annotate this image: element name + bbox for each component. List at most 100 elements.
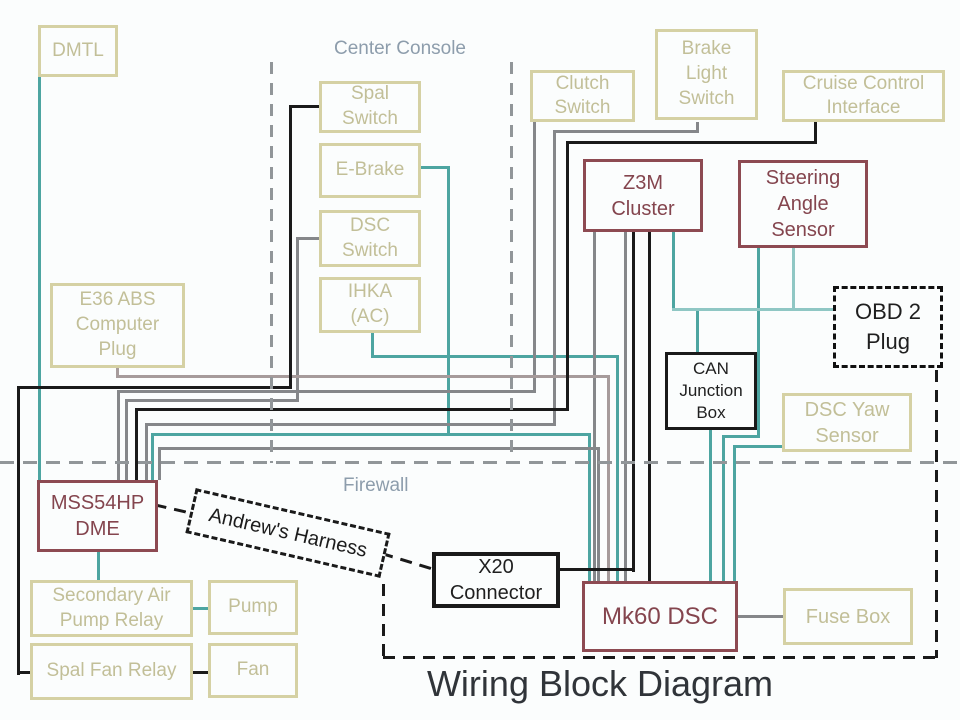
box-dmtl-label: DMTL: [52, 39, 104, 61]
box-dsc-switch: DSC Switch: [319, 210, 421, 267]
wire-segment: [672, 308, 835, 311]
wire-segment: [371, 333, 374, 358]
wire-segment: [447, 166, 450, 436]
box-dmtl: DMTL: [38, 25, 118, 77]
wire-segment: [560, 568, 635, 571]
wire-segment: [624, 232, 627, 581]
box-steering-angle-sensor: Steering Angle Sensor: [738, 160, 868, 248]
wire-segment: [38, 77, 41, 480]
wire-segment: [116, 368, 119, 378]
box-mss54hp-dme: MSS54HP DME: [37, 480, 158, 552]
wire-segment: [117, 390, 536, 393]
box-mss54hp-dme-label: MSS54HP DME: [50, 492, 145, 540]
wire-segment: [593, 232, 596, 581]
wire-segment: [289, 105, 321, 108]
box-brake-light-switch-label: Brake Light Switch: [678, 38, 735, 109]
center-console-boundary-left: [270, 62, 273, 463]
box-can-junction-label: CAN Junction Box: [679, 358, 743, 423]
wire-segment: [722, 435, 725, 581]
wire-segment: [17, 671, 34, 674]
wire-segment: [371, 355, 619, 358]
wire-segment: [289, 105, 292, 388]
box-clutch-switch-label: Clutch Switch: [554, 73, 611, 118]
wire-segment: [722, 435, 760, 438]
box-pump: Pump: [208, 580, 298, 635]
box-e-brake: E-Brake: [319, 143, 421, 198]
box-cruise-control: Cruise Control Interface: [782, 70, 945, 122]
box-spal-switch-label: Spal Switch: [342, 83, 398, 129]
box-pump-label: Pump: [228, 596, 278, 618]
box-obd2-plug: OBD 2 Plug: [833, 286, 943, 368]
box-clutch-switch: Clutch Switch: [530, 70, 635, 122]
harness-boundary-drop: [382, 584, 385, 658]
wire-segment: [632, 232, 635, 572]
box-fuse-box: Fuse Box: [783, 588, 913, 645]
wire-segment: [145, 423, 556, 426]
wire-segment: [607, 375, 610, 581]
wire-segment: [135, 408, 569, 411]
wire-segment: [672, 232, 675, 311]
wire-segment: [757, 248, 760, 438]
box-obd2-plug-label: OBD 2 Plug: [854, 299, 922, 354]
wire-segment: [158, 447, 600, 450]
andrews-harness-label: Andrew's Harness: [185, 488, 391, 578]
harness-boundary-bottom: [383, 656, 937, 659]
wire-segment: [116, 375, 610, 378]
box-can-junction: CAN Junction Box: [665, 352, 757, 430]
box-e36-abs-plug-label: E36 ABS Computer Plug: [75, 289, 160, 360]
box-dsc-yaw-sensor-label: DSC Yaw Sensor: [804, 398, 890, 447]
wire-segment: [151, 433, 591, 436]
box-sap-relay-label: Secondary Air Pump Relay: [52, 584, 171, 631]
wire-segment: [145, 423, 148, 480]
wire-segment: [151, 433, 154, 480]
wire-segment: [125, 399, 128, 480]
box-ihka: IHKA (AC): [319, 277, 421, 333]
wire-segment: [566, 141, 817, 144]
diagram-title: Wiring Block Diagram: [426, 663, 774, 704]
wire-segment: [533, 122, 536, 392]
wire-segment: [696, 122, 699, 133]
wire-segment: [597, 447, 600, 581]
box-steering-angle-sensor-label: Steering Angle Sensor: [765, 167, 841, 241]
wire-segment: [17, 386, 20, 675]
wire-segment: [17, 386, 292, 389]
wire-segment: [696, 308, 699, 352]
box-spal-fan-relay-label: Spal Fan Relay: [46, 660, 177, 682]
box-dsc-yaw-sensor: DSC Yaw Sensor: [782, 393, 912, 452]
box-x20-connector-label: X20 Connector: [449, 556, 543, 604]
firewall-label: Firewall: [343, 475, 409, 496]
wire-segment: [193, 671, 208, 674]
center-console-label: Center Console: [333, 38, 467, 59]
box-sap-relay: Secondary Air Pump Relay: [30, 580, 193, 637]
box-spal-switch: Spal Switch: [319, 81, 421, 133]
box-z3m-cluster: Z3M Cluster: [583, 159, 703, 232]
wire-segment: [97, 552, 100, 580]
wire-segment: [566, 141, 569, 411]
wire-segment: [553, 130, 556, 425]
wire-segment: [135, 408, 138, 480]
wire-segment: [814, 122, 817, 144]
wire-segment: [421, 166, 450, 169]
box-brake-light-switch: Brake Light Switch: [655, 29, 758, 120]
box-e-brake-label: E-Brake: [335, 159, 405, 181]
box-fan: Fan: [208, 643, 298, 698]
box-ihka-label: IHKA (AC): [347, 281, 393, 327]
wire-segment: [125, 399, 299, 402]
wire-segment: [792, 248, 795, 310]
box-mk60-dsc: Mk60 DSC: [582, 581, 738, 652]
wire-segment: [738, 615, 784, 618]
center-console-boundary-right: [510, 62, 513, 463]
harness-link-x20: [380, 551, 436, 572]
wire-segment: [588, 433, 591, 581]
firewall-line: [0, 461, 960, 464]
box-e36-abs-plug: E36 ABS Computer Plug: [50, 283, 185, 368]
box-dsc-switch-label: DSC Switch: [342, 214, 398, 261]
box-x20-connector: X20 Connector: [432, 552, 560, 608]
harness-boundary-right: [935, 370, 938, 658]
wire-segment: [648, 232, 651, 581]
wire-segment: [709, 430, 712, 581]
box-fuse-box-label: Fuse Box: [805, 605, 891, 628]
wire-segment: [553, 130, 699, 133]
wire-segment: [616, 355, 619, 581]
